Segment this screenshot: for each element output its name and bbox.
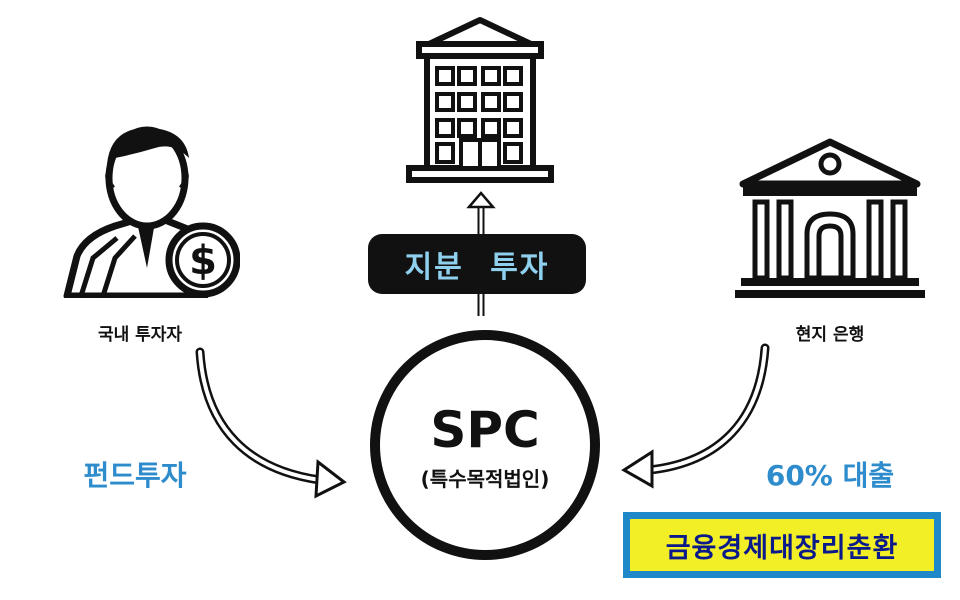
svg-text:$: $ bbox=[189, 238, 217, 284]
signature-inner: 금융경제대장리춘환 bbox=[630, 519, 934, 571]
spc-node: SPC (특수목적법인) bbox=[370, 330, 600, 560]
spc-subtitle: (특수목적법인) bbox=[420, 466, 550, 491]
signature-text: 금융경제대장리춘환 bbox=[665, 532, 899, 564]
bank-icon bbox=[735, 138, 925, 298]
equity-investment-box: 지분 투자 bbox=[368, 234, 586, 294]
loan-arrow bbox=[621, 343, 770, 489]
domestic-investor-label: 국내 투자자 bbox=[97, 325, 183, 345]
spc-title: SPC bbox=[430, 400, 540, 459]
office-building-icon bbox=[406, 17, 554, 183]
businessman-dollar-icon: $ bbox=[63, 126, 240, 298]
fund-arrow bbox=[195, 347, 347, 499]
local-bank-label: 현지 은행 bbox=[795, 325, 865, 345]
fund-investment-label: 펀드투자 bbox=[83, 459, 187, 492]
loan-label: 60% 대출 bbox=[765, 459, 895, 492]
signature-banner: 금융경제대장리춘환 bbox=[623, 512, 941, 578]
equity-investment-label: 지분 투자 bbox=[404, 250, 550, 285]
